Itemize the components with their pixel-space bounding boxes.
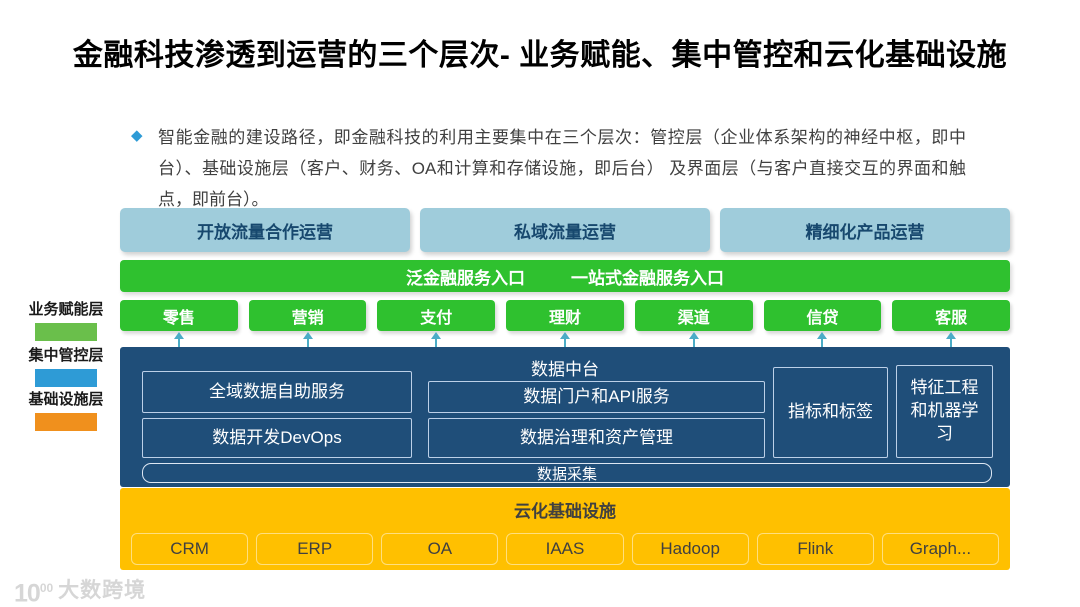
- legend-swatch-orange: [35, 413, 97, 431]
- operation-box: 私域流量运营: [420, 208, 710, 252]
- legend-label: 业务赋能层: [28, 301, 104, 318]
- up-arrow-icon: [817, 331, 828, 347]
- cloud-infra-row: CRM ERP OA IAAS Hadoop Flink Graph...: [131, 533, 999, 565]
- up-arrow-icon: [302, 331, 313, 347]
- operation-box: 开放流量合作运营: [120, 208, 410, 252]
- infra-box: Hadoop: [631, 533, 749, 565]
- intro-text: 智能金融的建设路径，即金融科技的利用主要集中在三个层次：管控层（企业体系架构的神…: [158, 128, 966, 209]
- business-box: 渠道: [634, 300, 753, 331]
- business-box: 支付: [377, 300, 496, 331]
- entry-bar-label: 泛金融服务入口: [406, 268, 525, 288]
- watermark-mark: 1000: [14, 579, 54, 607]
- infra-box: OA: [381, 533, 499, 565]
- business-box: 客服: [892, 300, 1011, 331]
- operation-box: 精细化产品运营: [720, 208, 1010, 252]
- legend-label: 集中管控层: [28, 347, 104, 364]
- legend-swatch-blue: [35, 369, 97, 387]
- up-arrow-icon: [946, 331, 957, 347]
- up-arrow-icon: [560, 331, 571, 347]
- cloud-infra-section: 云化基础设施 CRM ERP OA IAAS Hadoop Flink Grap…: [120, 488, 1010, 570]
- legend-swatch-green: [35, 323, 97, 341]
- business-box: 信贷: [763, 300, 882, 331]
- business-box: 零售: [120, 300, 238, 331]
- data-platform-box: 数据治理和资产管理: [428, 418, 765, 458]
- infra-box: ERP: [256, 533, 374, 565]
- infra-box: Flink: [756, 533, 874, 565]
- intro-bullet-block: ◆ 智能金融的建设路径，即金融科技的利用主要集中在三个层次：管控层（企业体系架构…: [131, 122, 971, 215]
- legend-item-business: 业务赋能层: [26, 298, 106, 341]
- business-box: 理财: [506, 300, 624, 331]
- up-arrow-icon: [688, 331, 699, 347]
- legend-item-infra: 基础设施层: [26, 388, 106, 431]
- legend-label: 基础设施层: [28, 391, 104, 408]
- data-platform-box: 特征工程和机器学习: [896, 365, 993, 458]
- up-arrow-icon: [431, 331, 442, 347]
- connector-arrows: [120, 331, 1010, 347]
- data-platform-box: 数据门户和API服务: [428, 381, 765, 413]
- operations-row: 开放流量合作运营 私域流量运营 精细化产品运营: [120, 208, 1010, 252]
- data-platform-section: 数据中台 全域数据自助服务 数据开发DevOps 数据门户和API服务 数据治理…: [120, 347, 1010, 487]
- diamond-bullet-icon: ◆: [131, 127, 143, 144]
- infra-box: Graph...: [881, 533, 999, 565]
- entry-bar: 泛金融服务入口 一站式金融服务入口: [120, 260, 1010, 292]
- data-platform-box: 全域数据自助服务: [142, 371, 412, 413]
- infra-box: CRM: [131, 533, 249, 565]
- watermark-logo: 1000 大数跨境: [14, 574, 147, 607]
- watermark-brand: 大数跨境: [58, 579, 147, 602]
- up-arrow-icon: [173, 331, 184, 347]
- business-row: 零售 营销 支付 理财 渠道 信贷 客服: [120, 300, 1011, 331]
- business-box: 营销: [248, 300, 367, 331]
- data-platform-box: 数据开发DevOps: [142, 418, 412, 458]
- data-collection-bar: 数据采集: [142, 463, 992, 483]
- legend-item-control: 集中管控层: [26, 344, 106, 387]
- infra-box: IAAS: [506, 533, 624, 565]
- entry-bar-label: 一站式金融服务入口: [571, 268, 724, 288]
- page-title: 金融科技渗透到运营的三个层次- 业务赋能、集中管控和云化基础设施: [72, 39, 1008, 72]
- data-platform-box: 指标和标签: [773, 367, 888, 458]
- data-platform-title: 数据中台: [531, 360, 599, 379]
- cloud-infra-title: 云化基础设施: [514, 502, 616, 521]
